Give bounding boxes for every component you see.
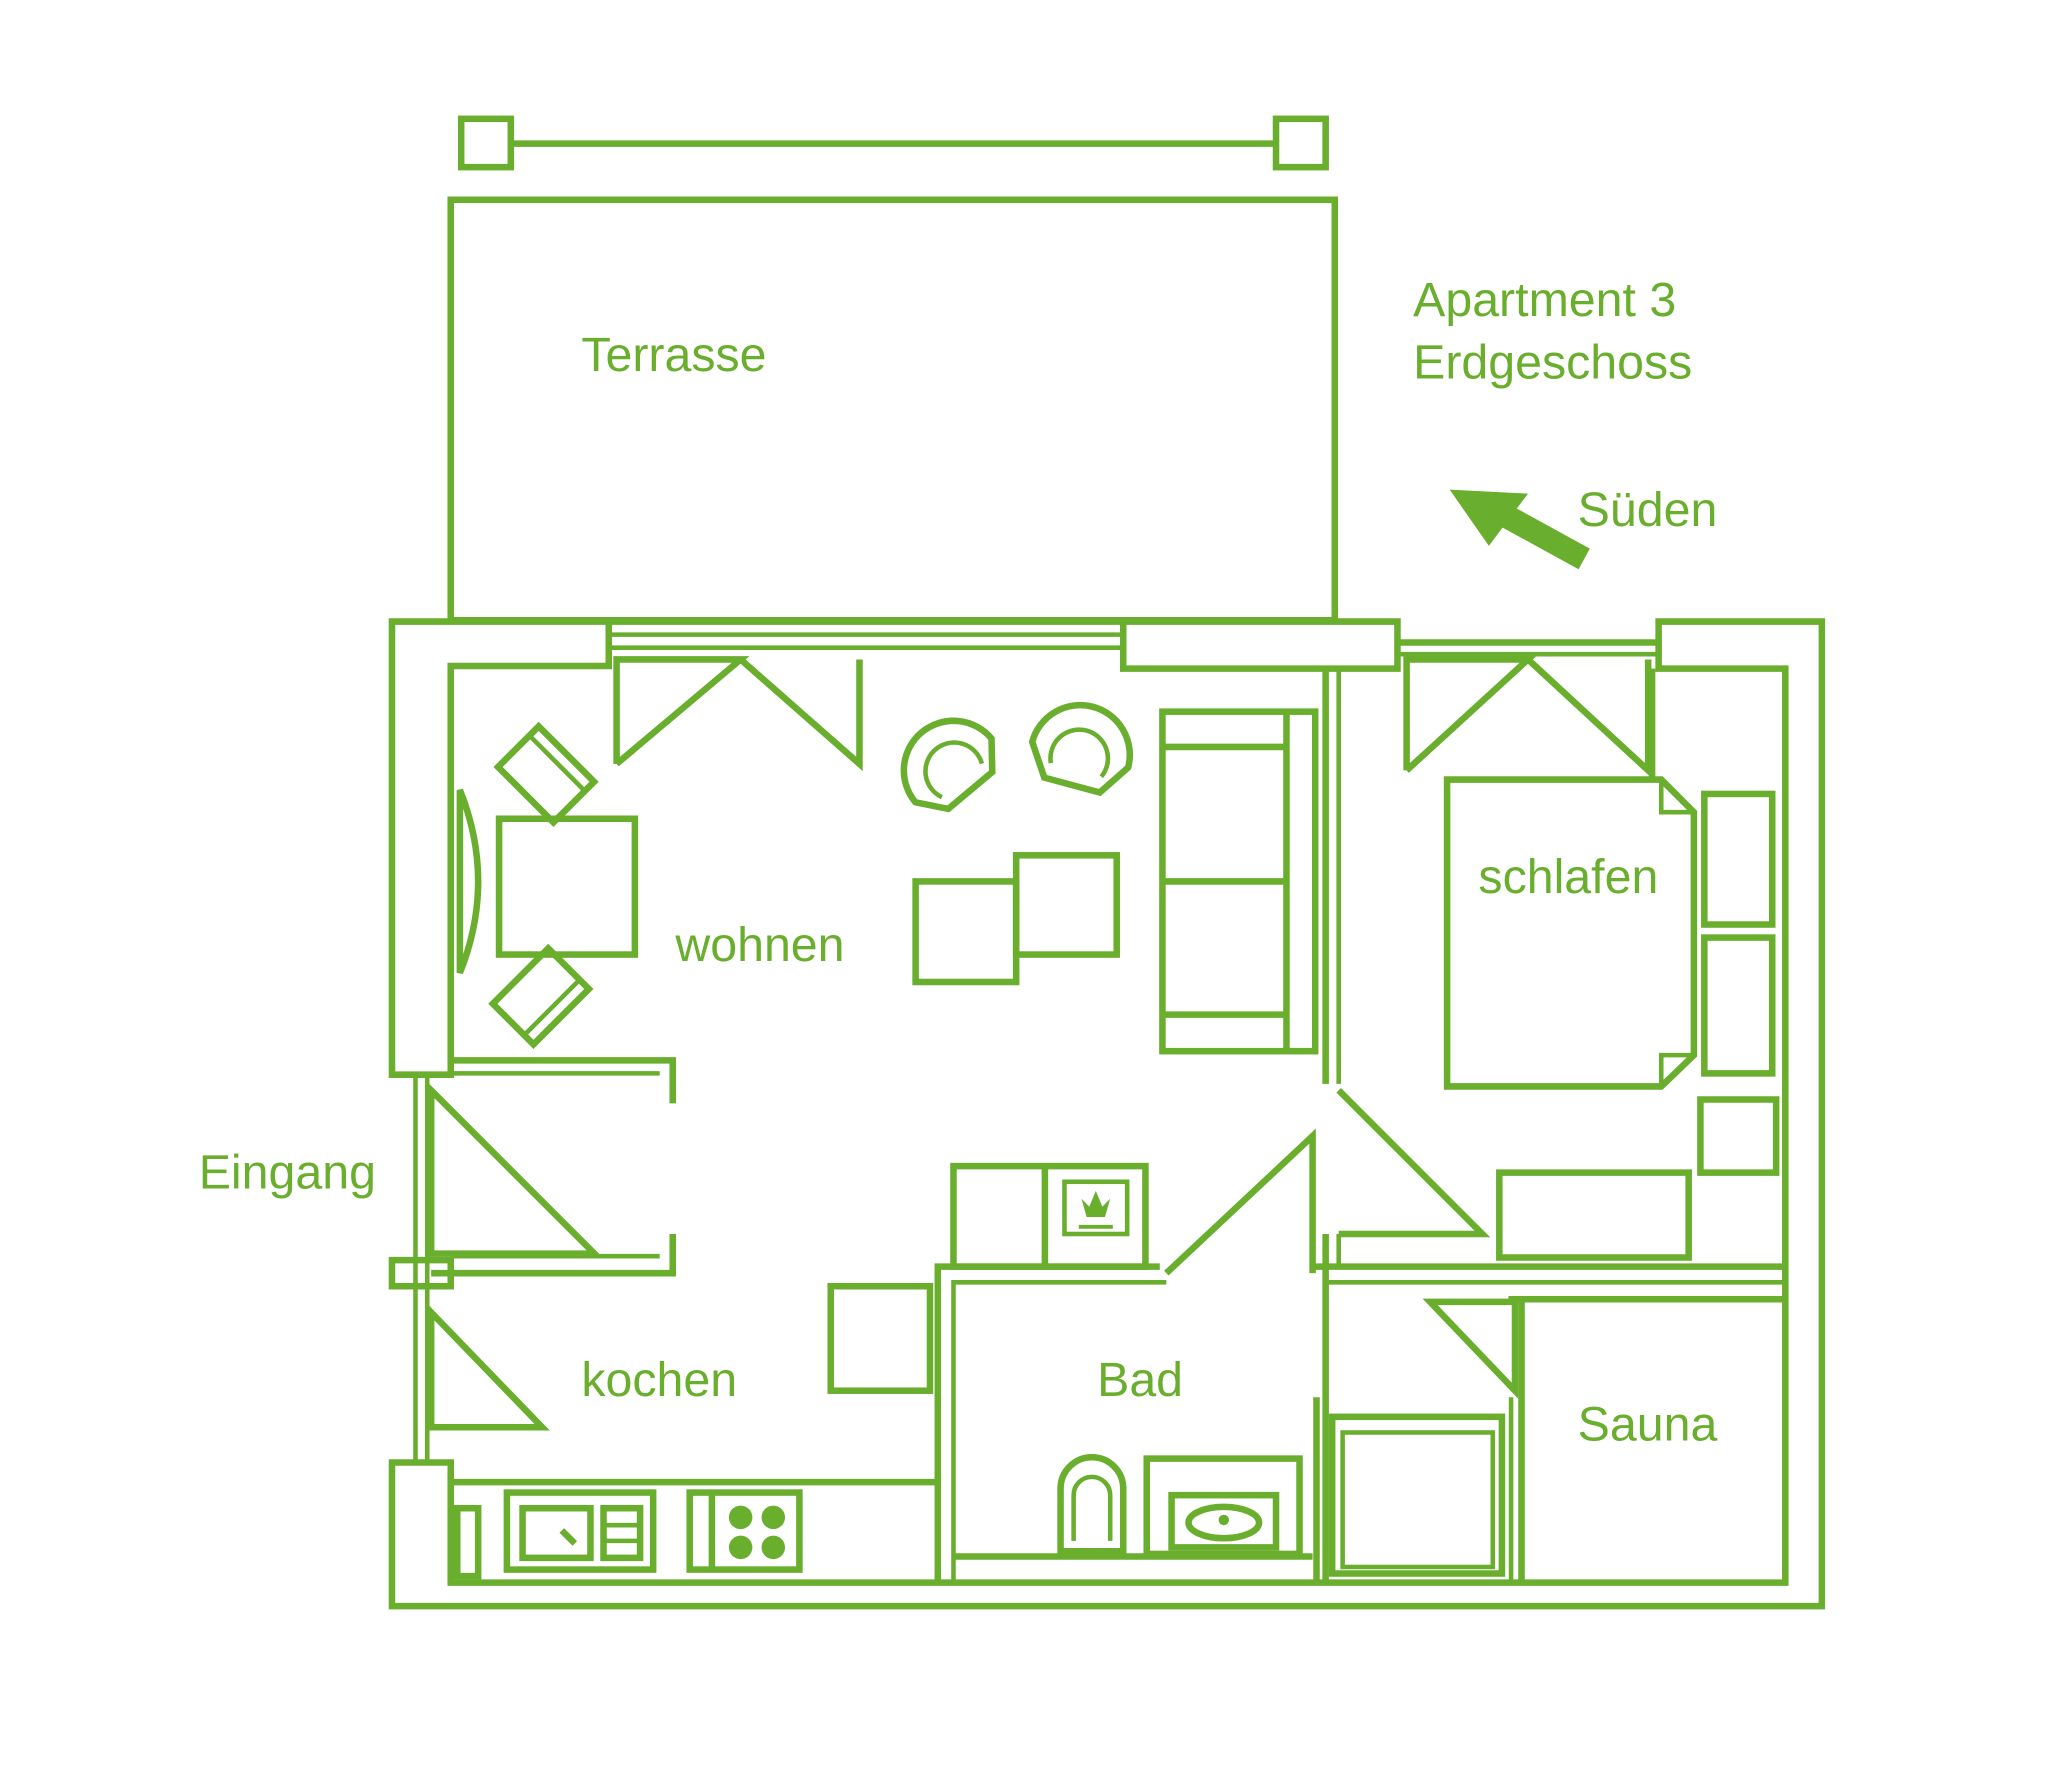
bedroom-furniture: [1403, 656, 1780, 1261]
washbasin: [1143, 1455, 1303, 1558]
stove: [686, 1489, 803, 1573]
arrow-up-left-icon: [1449, 489, 1590, 570]
kitchen-furniture: [454, 1282, 934, 1580]
sink: [503, 1489, 657, 1573]
terrace-outline: [447, 196, 1339, 624]
outer-walls: [388, 618, 1826, 1610]
bath-furniture: [950, 1162, 1506, 1577]
room-label-entrance: Eingang: [199, 1145, 376, 1199]
doors: [427, 1082, 1519, 1431]
shower: [1328, 1413, 1506, 1577]
apartment-title: Apartment 3: [1413, 273, 1676, 327]
toilet: [1057, 1454, 1127, 1555]
room-label-kitchen: kochen: [581, 1353, 737, 1407]
living-furniture: [456, 656, 1319, 1055]
room-label-bath: Bad: [1097, 1353, 1183, 1407]
room-label-terrace: Terrasse: [581, 328, 766, 382]
floor-title: Erdgeschoss: [1413, 336, 1692, 390]
armchair: [1028, 701, 1134, 797]
room-label-living: wohnen: [674, 918, 844, 972]
plant-icon: [1078, 1190, 1113, 1229]
awning-rail: [457, 115, 1329, 171]
orientation-label: Süden: [1578, 483, 1718, 537]
room-label-sauna: Sauna: [1578, 1397, 1718, 1451]
room-label-bedroom: schlafen: [1478, 850, 1658, 904]
armchair: [900, 717, 996, 813]
